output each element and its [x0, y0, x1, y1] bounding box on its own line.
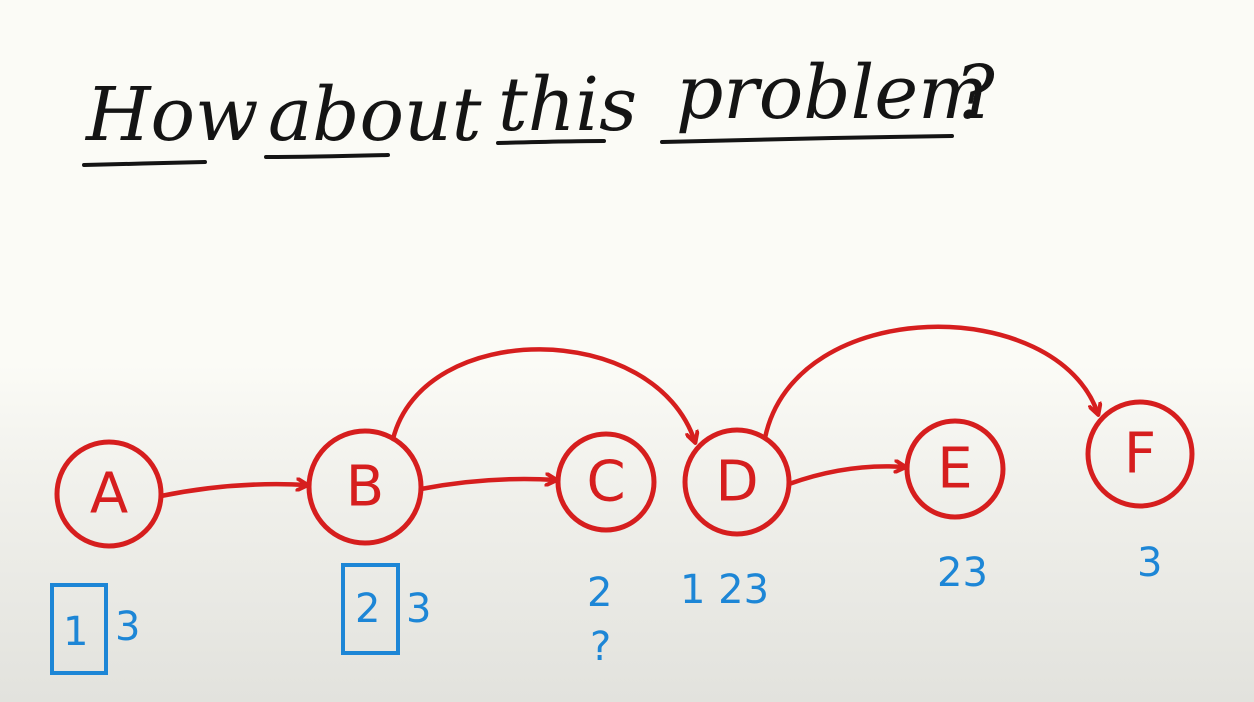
graph-edges	[158, 324, 1098, 499]
edge-b-to-d	[390, 347, 695, 442]
note-a-boxed: 1	[63, 609, 88, 655]
title: How about this problem ?	[82, 50, 996, 167]
node-d-circle	[682, 427, 792, 537]
note-a-rest: 3	[115, 604, 140, 650]
note-c-line2: ?	[590, 624, 611, 670]
node-a: A	[54, 439, 164, 549]
node-a-label: A	[90, 462, 128, 527]
title-question-mark: ?	[955, 50, 996, 136]
node-d: D	[682, 427, 792, 537]
node-c-circle	[555, 431, 657, 533]
edge-a-to-b	[158, 484, 307, 499]
note-f: 3	[1137, 540, 1162, 586]
node-b: B	[306, 428, 424, 546]
edge-b-to-c	[418, 479, 556, 492]
node-b-label: B	[346, 455, 384, 520]
note-e: 23	[937, 550, 988, 596]
title-word-about: about	[268, 72, 482, 158]
box-b	[341, 563, 400, 655]
note-b-rest: 3	[406, 586, 431, 632]
node-f-label: F	[1124, 422, 1156, 487]
box-a	[50, 583, 108, 675]
underline-this	[496, 139, 606, 145]
edge-d-to-e	[786, 466, 905, 487]
title-word-how: How	[84, 72, 258, 158]
graph-nodes: A B C D E F	[54, 399, 1195, 549]
underline-how	[82, 160, 207, 167]
node-c-label: C	[586, 450, 625, 515]
note-c-line1: 2	[587, 570, 612, 616]
node-d-label: D	[715, 450, 758, 515]
note-d: 1 23	[680, 567, 769, 613]
annotations: 1 3 2 3 2 ? 1 23 23 3	[50, 540, 1162, 675]
node-f: F	[1085, 399, 1195, 509]
note-b-boxed: 2	[355, 586, 380, 632]
node-e-label: E	[937, 437, 972, 502]
node-e-circle	[904, 418, 1006, 520]
node-a-circle	[54, 439, 164, 549]
edge-d-to-f	[762, 324, 1098, 441]
title-word-this: this	[498, 62, 637, 148]
node-b-circle	[306, 428, 424, 546]
node-c: C	[555, 431, 657, 533]
underline-about	[264, 153, 390, 159]
node-f-circle	[1085, 399, 1195, 509]
node-e: E	[904, 418, 1006, 520]
underline-problem	[660, 134, 954, 144]
title-word-problem: problem	[676, 50, 988, 136]
